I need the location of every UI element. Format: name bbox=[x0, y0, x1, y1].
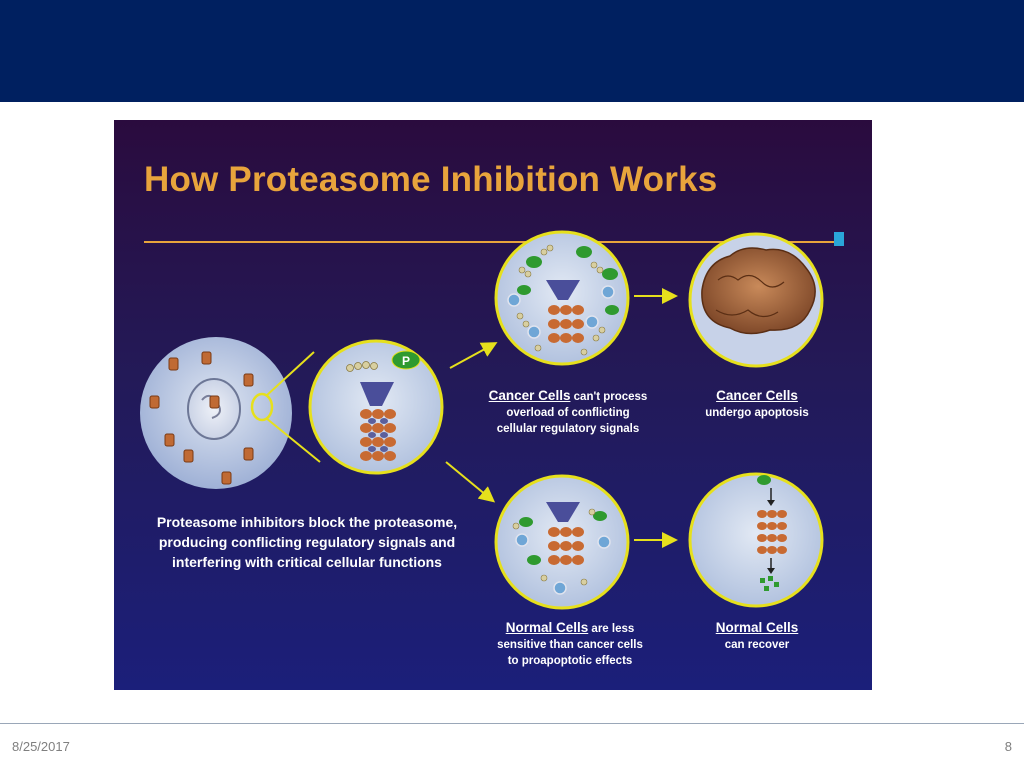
caption-normal-recover-title: Normal Cells bbox=[715, 620, 799, 635]
teal-marker bbox=[834, 232, 844, 246]
normal-sensitivity-circle bbox=[494, 474, 630, 610]
caption-normal-sensitivity-title: Normal Cells bbox=[505, 620, 589, 635]
cancer-overload-circle bbox=[494, 230, 630, 366]
cell-illustration bbox=[140, 337, 292, 489]
caption-cancer-apoptosis: Cancer Cells undergo apoptosis bbox=[694, 388, 820, 421]
footer-date: 8/25/2017 bbox=[12, 739, 70, 754]
left-caption: Proteasome inhibitors block the proteaso… bbox=[122, 512, 492, 572]
left-caption-line-3: interfering with critical cellular funct… bbox=[172, 554, 442, 570]
caption-normal-recover: Normal Cells can recover bbox=[702, 620, 812, 653]
caption-cancer-process: Cancer Cells can't process overload of c… bbox=[484, 388, 652, 437]
proteasome-zoom-circle: P bbox=[308, 339, 444, 475]
footer-page-number: 8 bbox=[1004, 739, 1012, 754]
arrow-to-cancer bbox=[449, 342, 498, 369]
caption-normal-sensitivity-line-2: sensitive than cancer cells bbox=[497, 639, 643, 651]
caption-normal-recover-line-1: can recover bbox=[724, 639, 790, 651]
left-caption-line-2: producing conflicting regulatory signals… bbox=[158, 534, 456, 550]
caption-cancer-process-line-3: cellular regulatory signals bbox=[496, 423, 640, 435]
caption-cancer-apoptosis-line-1: undergo apoptosis bbox=[705, 407, 809, 419]
caption-normal-sensitivity: Normal Cells are less sensitive than can… bbox=[490, 620, 650, 669]
figure-diagram: P bbox=[140, 230, 844, 610]
caption-normal-sensitivity-line-3: to proapoptotic effects bbox=[507, 655, 633, 667]
caption-normal-sensitivity-line-1: are less bbox=[588, 623, 635, 635]
caption-cancer-process-line-2: overload of conflicting bbox=[506, 407, 630, 419]
caption-cancer-apoptosis-title: Cancer Cells bbox=[716, 388, 798, 403]
caption-cancer-process-line-1: can't process bbox=[570, 391, 648, 403]
left-caption-line-1: Proteasome inhibitors block the proteaso… bbox=[156, 514, 458, 530]
slide-header-band bbox=[0, 0, 1024, 102]
caption-cancer-process-title: Cancer Cells bbox=[488, 388, 571, 403]
arrow-to-normal bbox=[445, 461, 496, 503]
footer-divider bbox=[0, 723, 1024, 724]
figure-title: How Proteasome Inhibition Works bbox=[144, 160, 718, 199]
proteasome-figure: P bbox=[114, 120, 872, 690]
phosphate-label: P bbox=[402, 354, 410, 368]
normal-recover-circle bbox=[688, 472, 824, 608]
apoptosis-circle bbox=[688, 232, 824, 368]
